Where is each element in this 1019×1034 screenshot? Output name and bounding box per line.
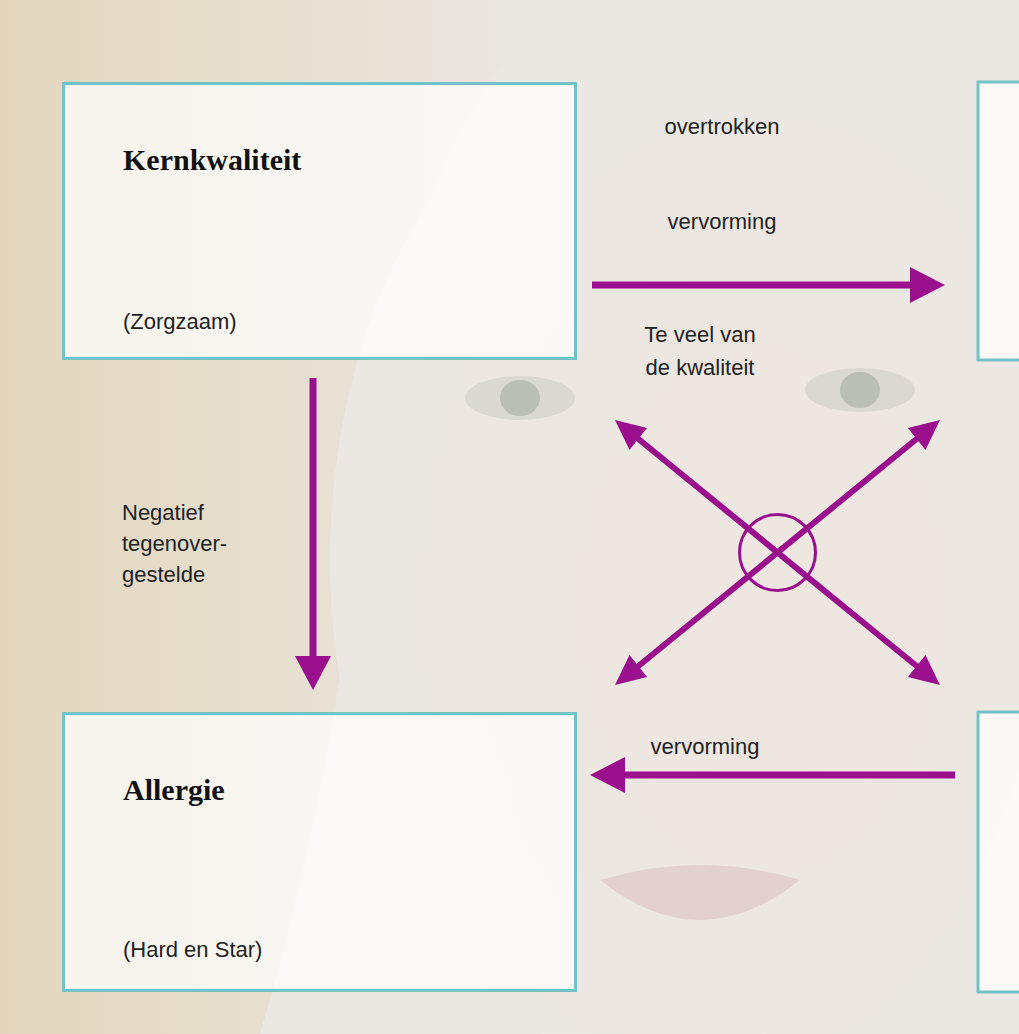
- arrow-label: overtrokken: [592, 110, 852, 143]
- eye-shape: [465, 376, 575, 420]
- mouth-shape: [600, 865, 800, 920]
- edge-label: Negatief tegenover- gestelde: [122, 498, 242, 590]
- cross-circle: [740, 515, 816, 591]
- connector-line: [310, 378, 317, 658]
- quadrant-box: Kernkwaliteit (Zorgzaam): [62, 82, 577, 360]
- arrow-line: [636, 437, 919, 668]
- arrow-head: [295, 656, 331, 690]
- arrow-line: [592, 282, 912, 289]
- box-heading: Allergie: [123, 773, 516, 807]
- box-heading: Kernkwaliteit: [123, 143, 516, 177]
- arrow-label: vervorming: [575, 730, 835, 763]
- quadrant-box: Allergie (Hard en Star): [62, 712, 577, 992]
- quadrant-box: [978, 82, 1019, 360]
- arrow-head: [908, 655, 940, 685]
- arrow-line: [622, 772, 955, 779]
- arrow-head: [590, 757, 625, 793]
- arrow-head: [615, 655, 647, 685]
- arrow-label: Te veel van de kwaliteit: [640, 318, 760, 384]
- arrow-head: [908, 420, 940, 450]
- arrow-head: [910, 267, 945, 303]
- eye-iris: [840, 372, 880, 408]
- eye-iris: [500, 380, 540, 416]
- box-example: (Zorgzaam): [123, 309, 516, 335]
- arrow-head: [615, 420, 647, 450]
- box-example: (Hard en Star): [123, 937, 516, 963]
- eye-shape: [805, 368, 915, 412]
- connector-arrow: [295, 378, 331, 690]
- arrow-line: [636, 437, 919, 668]
- quadrant-box: [978, 712, 1019, 992]
- arrow-label: vervorming: [592, 205, 852, 238]
